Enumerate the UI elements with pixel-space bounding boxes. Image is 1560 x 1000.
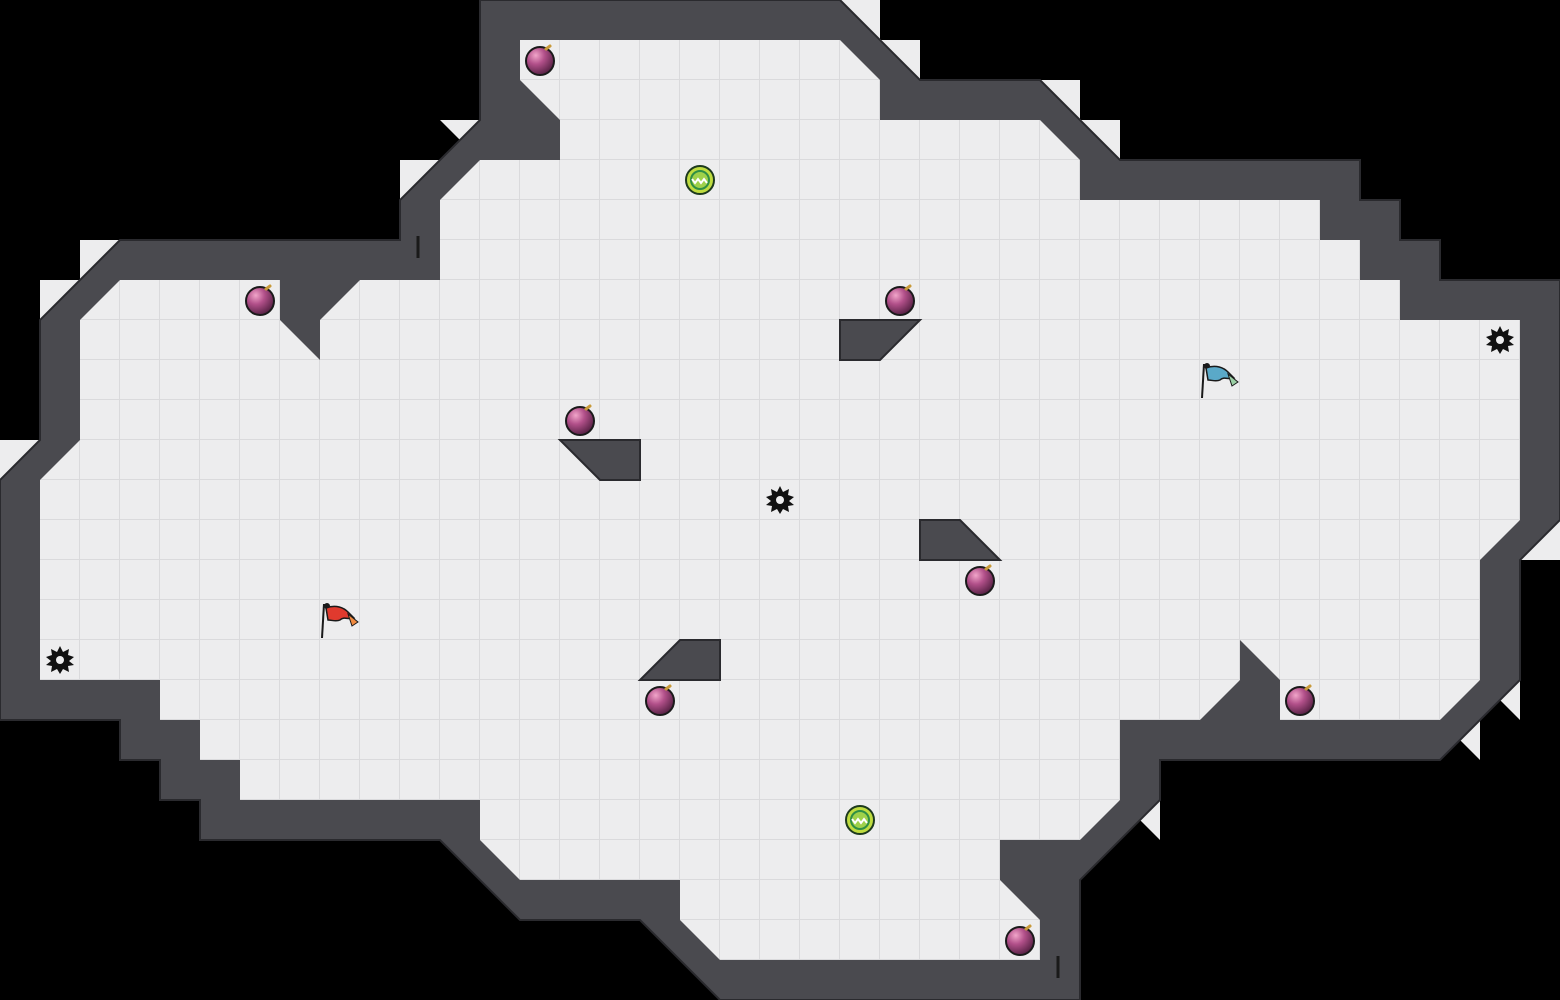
wall-block-1 <box>839 319 923 361</box>
bomb-icon <box>1004 924 1036 956</box>
bomb-icon <box>564 404 596 436</box>
boost-pad-icon <box>845 805 875 835</box>
inner-walls <box>557 319 1003 681</box>
bomb-icon <box>524 44 556 76</box>
blue-flag-icon <box>1201 363 1239 399</box>
bomb-icon <box>244 284 276 316</box>
bomb-icon <box>884 284 916 316</box>
wall-block-2 <box>557 439 641 481</box>
bomb-icon <box>1284 684 1316 716</box>
red-flag-icon <box>321 603 359 639</box>
wall-block-3 <box>919 519 1003 561</box>
gate-markers <box>416 236 1060 978</box>
wall-block-4 <box>637 639 721 681</box>
boost-pad-icon <box>685 165 715 195</box>
bomb-icon <box>644 684 676 716</box>
bomb-icon <box>964 564 996 596</box>
